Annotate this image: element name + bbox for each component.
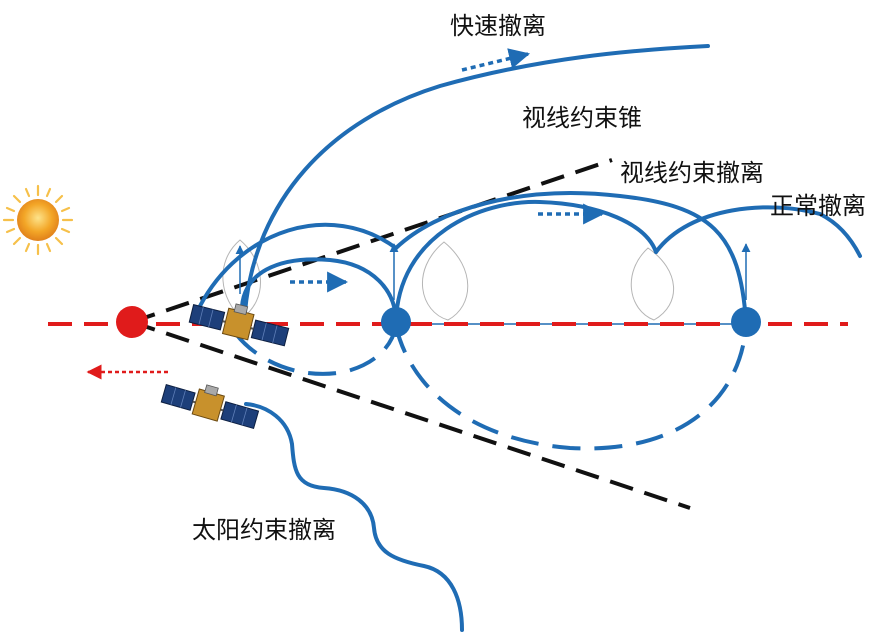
satellite-icon — [160, 384, 260, 430]
los-escape-outer-arc — [198, 191, 748, 324]
hold-point-1 — [381, 307, 411, 337]
fast-escape-trajectory — [243, 44, 710, 314]
sun-escape-trajectory — [244, 402, 464, 632]
hold-point-2 — [731, 307, 761, 337]
arrow-icon — [461, 48, 531, 72]
first-loop-lower — [234, 325, 398, 376]
first-loop-upper — [239, 257, 398, 324]
los-cone — [131, 158, 691, 510]
target-point — [116, 306, 148, 338]
los-cone-label: 视线约束锥 — [522, 104, 642, 132]
sun-escape-label: 太阳约束撤离 — [192, 516, 336, 544]
satellite-icon — [188, 303, 290, 347]
los-escape-label: 视线约束撤离 — [620, 159, 764, 187]
thin-loops — [222, 239, 675, 321]
los-escape-loop-1 — [394, 199, 658, 324]
fast-escape-label: 快速撤离 — [450, 12, 546, 40]
sun-icon — [2, 184, 74, 256]
normal-escape-label: 正常撤离 — [770, 192, 866, 220]
normal-escape-arc — [654, 205, 862, 258]
large-loop-lower — [394, 325, 748, 451]
